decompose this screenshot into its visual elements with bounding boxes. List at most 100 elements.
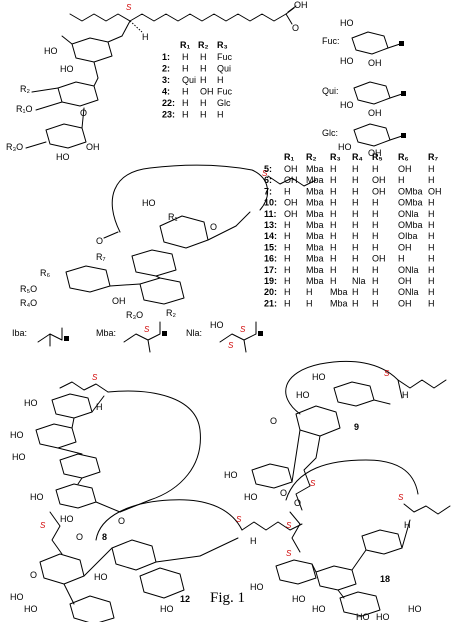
table-row-id: 16: bbox=[264, 254, 277, 264]
middle-r1: R₁ bbox=[168, 212, 178, 222]
stereo-s-nla-1: S bbox=[228, 341, 234, 350]
table-row-id: 15: bbox=[264, 242, 277, 252]
table-cell: ONla bbox=[398, 287, 419, 297]
table-row-id: 5: bbox=[264, 164, 272, 174]
table-cell: Mba bbox=[330, 298, 348, 308]
table-cell: OH bbox=[372, 254, 386, 264]
table-cell: Mba bbox=[306, 276, 324, 286]
qui-label: Qui: bbox=[322, 86, 339, 96]
table-cell: H bbox=[372, 287, 379, 297]
middle-ho: HO bbox=[142, 198, 156, 208]
table-cell: H bbox=[330, 209, 337, 219]
table-cell: H bbox=[428, 175, 435, 185]
table-cell: OMba bbox=[398, 198, 423, 208]
figure-caption: Fig. 1 bbox=[210, 590, 245, 606]
s18-ho-3: HO bbox=[312, 604, 326, 614]
middle-oh: OH bbox=[112, 296, 126, 306]
table-cell: H bbox=[306, 298, 313, 308]
table-cell: H bbox=[200, 52, 207, 62]
table-cell: Nla bbox=[352, 276, 366, 286]
table-cell: Fuc bbox=[217, 52, 233, 62]
table2-header-r1: R₁ bbox=[284, 152, 294, 162]
s8-ho-1: HO bbox=[24, 398, 38, 408]
s18-o: O bbox=[294, 498, 301, 508]
qui-ho: HO bbox=[340, 100, 354, 110]
s8-ho-4: HO bbox=[30, 492, 44, 502]
stereo-s-12: S bbox=[236, 515, 242, 524]
middle-r3o: R₃O bbox=[126, 310, 143, 320]
table-cell: Mba bbox=[306, 198, 324, 208]
s12-ho-4: HO bbox=[160, 604, 174, 614]
table-cell: H bbox=[182, 87, 189, 97]
stereo-s-18-acyl-2: S bbox=[286, 549, 292, 558]
s9-ho-1: HO bbox=[312, 372, 326, 382]
s8-ho-5: HO bbox=[60, 514, 74, 524]
table-cell: H bbox=[200, 110, 207, 120]
middle-lactone-o: O bbox=[96, 236, 103, 246]
s8-lactone-o: O bbox=[118, 516, 125, 526]
table-cell: H bbox=[284, 242, 291, 252]
middle-sugar-r1o: R₁O bbox=[16, 104, 33, 114]
middle-r7: R₇ bbox=[96, 252, 106, 262]
stereo-s-mba: S bbox=[144, 325, 150, 334]
table-cell: H bbox=[284, 186, 291, 196]
table-row-id: 11: bbox=[264, 209, 277, 219]
iba-label: Iba: bbox=[12, 328, 27, 338]
fuc-ho: HO bbox=[340, 18, 354, 28]
table-cell: H bbox=[398, 254, 405, 264]
acid-o-label: O bbox=[292, 23, 299, 33]
table1-header-r3: R₃ bbox=[217, 40, 228, 50]
table-cell: Mba bbox=[306, 265, 324, 275]
table-cell: OH bbox=[428, 186, 442, 196]
table-cell: H bbox=[428, 242, 435, 252]
middle-r4o: R₄O bbox=[20, 298, 37, 308]
table-cell: H bbox=[372, 242, 379, 252]
table-cell: Glc bbox=[217, 98, 231, 108]
table2-header-r6: R₆ bbox=[398, 152, 409, 162]
top-h-label: H bbox=[142, 32, 149, 42]
nla-ho: HO bbox=[210, 320, 224, 330]
table2-header-r5: R₅ bbox=[372, 152, 383, 162]
table-cell: H bbox=[398, 175, 405, 185]
table-cell: Mba bbox=[306, 220, 324, 230]
table-cell: H bbox=[352, 298, 359, 308]
stereo-s-18: S bbox=[398, 493, 404, 502]
table2-header-r4: R₄ bbox=[352, 152, 363, 162]
upper-sugar-ho-2: HO bbox=[60, 64, 74, 74]
table-row-id: 2: bbox=[162, 64, 170, 74]
qui-oh: OH bbox=[368, 108, 382, 118]
table-cell: H bbox=[428, 276, 435, 286]
table-cell: H bbox=[182, 64, 189, 74]
compound-8-number: 8 bbox=[102, 532, 107, 542]
table-row-id: 14: bbox=[264, 231, 277, 241]
table-cell: H bbox=[200, 64, 207, 74]
table-cell: H bbox=[428, 198, 435, 208]
table-cell: H bbox=[352, 198, 359, 208]
table-row-id: 13: bbox=[264, 220, 277, 230]
glc-oh: OH bbox=[368, 148, 382, 158]
s18-ho-1: HO bbox=[250, 582, 264, 592]
table-cell: OH bbox=[398, 242, 412, 252]
table-cell: OH bbox=[284, 198, 298, 208]
table-cell: H bbox=[352, 231, 359, 241]
table2-header-r3: R₃ bbox=[330, 152, 341, 162]
table-cell: H bbox=[284, 254, 291, 264]
table-cell: OH bbox=[372, 186, 386, 196]
structure-8: S O H HO HO HO HO HO 8 bbox=[10, 373, 201, 542]
table-cell: OIba bbox=[398, 231, 418, 241]
table1-header-r1: R₁ bbox=[180, 40, 190, 50]
table-cell: H bbox=[372, 220, 379, 230]
table-cell: H bbox=[200, 75, 207, 85]
s18-h: H bbox=[404, 520, 411, 530]
table-cell: H bbox=[330, 276, 337, 286]
table-row-id: 1: bbox=[162, 52, 170, 62]
nla-label: Nla: bbox=[186, 328, 202, 338]
table-cell: H bbox=[352, 287, 359, 297]
table-cell: H bbox=[330, 254, 337, 264]
table-cell: H bbox=[330, 186, 337, 196]
stereo-s-nla-2: S bbox=[240, 325, 246, 334]
table2-header-r7: R₇ bbox=[428, 152, 438, 162]
fuc-oh: OH bbox=[368, 58, 382, 68]
table-cell: H bbox=[352, 254, 359, 264]
sugar-fuc: Fuc: HO HO OH bbox=[322, 18, 404, 68]
